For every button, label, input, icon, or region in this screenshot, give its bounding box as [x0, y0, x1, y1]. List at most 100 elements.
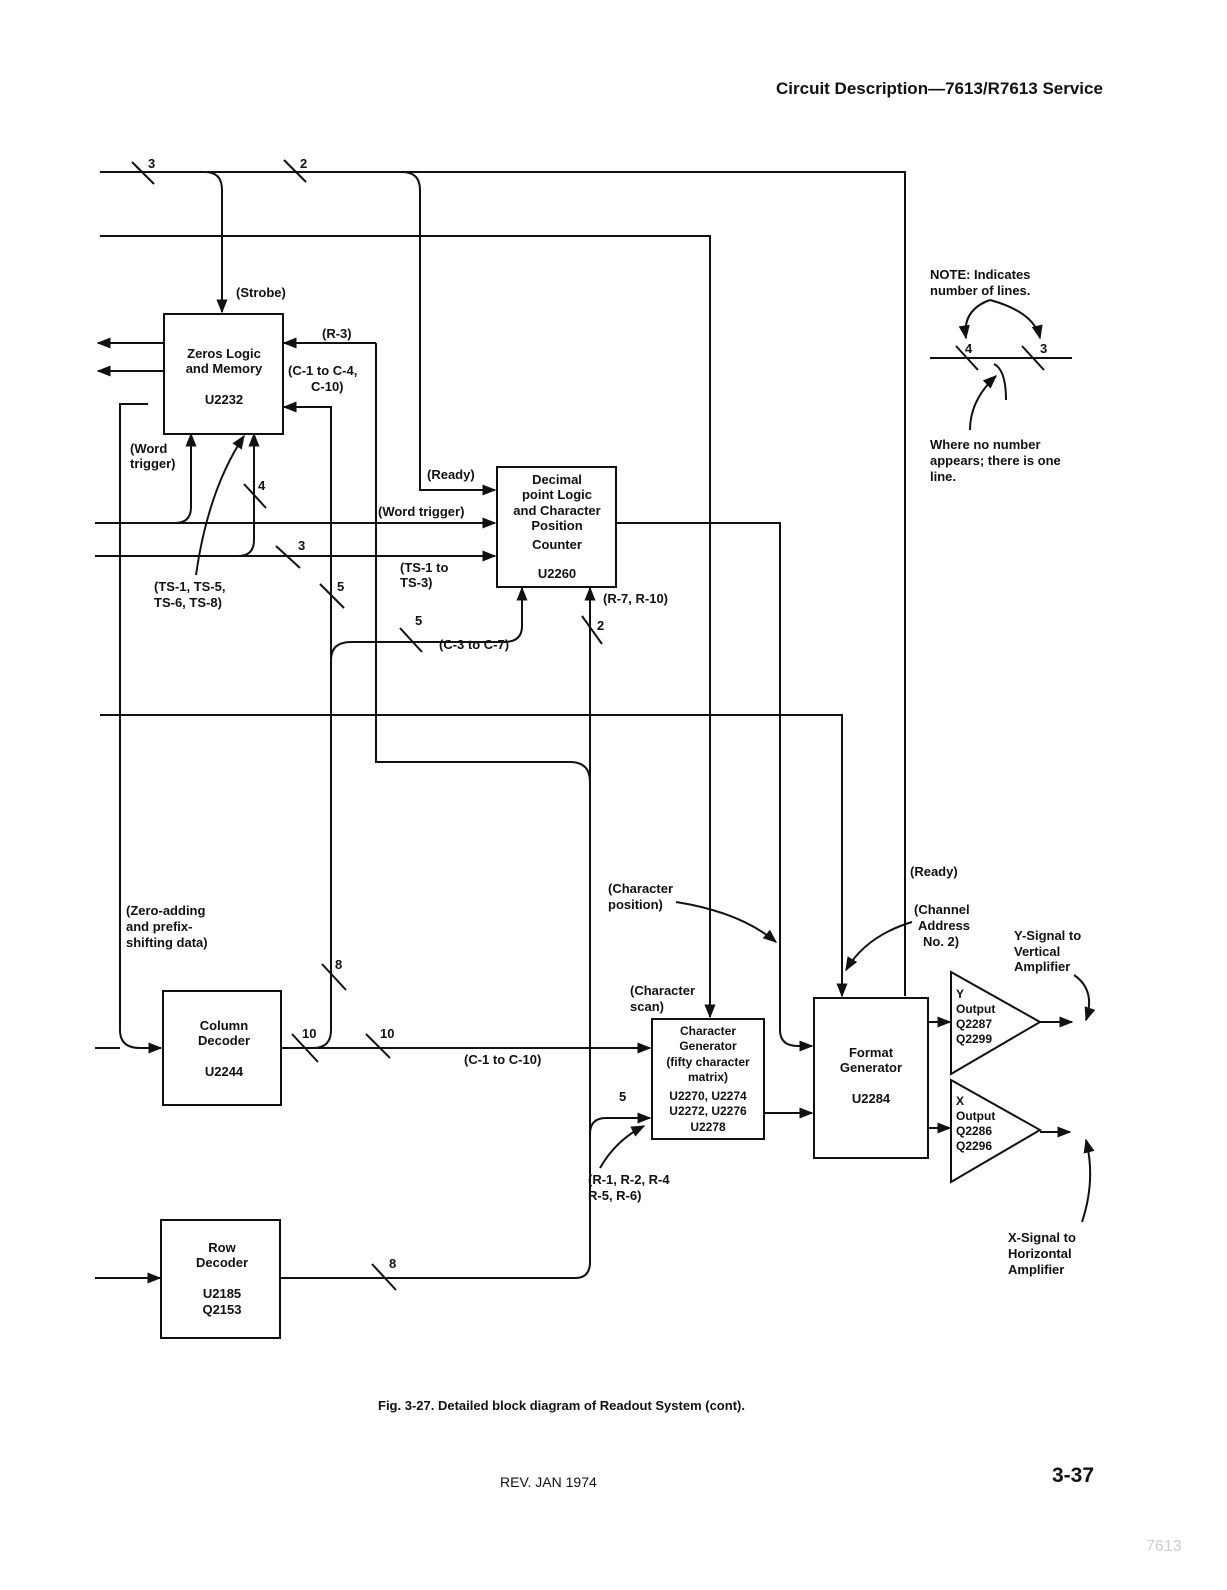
note-where-3: line. [930, 469, 956, 484]
note-legend: NOTE: Indicates number of lines. 4 3 Whe… [930, 267, 1072, 484]
chargen-label-2: Generator [679, 1039, 737, 1053]
bus-slashes [131, 159, 603, 1291]
zeros-label-1: Zeros Logic [187, 346, 261, 361]
pointer-character-position [675, 901, 778, 943]
count-r7-bus: 2 [597, 618, 604, 633]
decimal-label-3: and Character [513, 503, 600, 518]
decimal-label-7: U2260 [538, 566, 576, 581]
note-where-2: appears; there is one [930, 453, 1061, 468]
x-output-amplifier [950, 1078, 1043, 1184]
format-generator-text: Format Generator U2284 [840, 1045, 902, 1106]
label-ts-list-2: TS-6, TS-8) [154, 595, 222, 610]
wire-ts-up [95, 432, 260, 557]
pointer-ts-list [195, 434, 245, 576]
chargen-label-7: U2278 [690, 1120, 726, 1134]
count-top-left: 3 [148, 156, 155, 171]
label-ts1-ts3-1: (TS-1 to [400, 560, 448, 575]
label-r3: (R-3) [322, 326, 352, 341]
chargen-label-1: Character [680, 1024, 736, 1038]
column-label-4: U2244 [205, 1064, 244, 1079]
y-output-label-3: Q2287 [956, 1017, 992, 1031]
x-output-label-4: Q2296 [956, 1139, 992, 1153]
row-label-4: U2185 [203, 1286, 241, 1301]
decimal-logic-text: Decimal point Logic and Character Positi… [513, 472, 600, 581]
x-output-label-3: Q2286 [956, 1124, 992, 1138]
note-count-a: 4 [965, 341, 973, 356]
wire-c1-c4 [282, 401, 332, 1030]
label-char-scan-1: (Character [630, 983, 695, 998]
chargen-label-4: matrix) [688, 1070, 728, 1084]
pointer-r-list [599, 1125, 646, 1169]
label-word-trigger-mid: (Word trigger) [378, 504, 464, 519]
line-count-labels: 3 2 4 3 5 5 2 8 10 10 5 8 [148, 156, 626, 1271]
label-channel-address-2: Address [918, 918, 970, 933]
label-strobe: (Strobe) [236, 285, 286, 300]
label-zero-adding-1: (Zero-adding [126, 903, 205, 918]
note-arrow-where [969, 375, 998, 431]
row-label-5: Q2153 [202, 1302, 241, 1317]
wire-c3-c7 [330, 586, 528, 661]
y-output-label-1: Y [956, 987, 964, 1001]
wire-strobe [204, 171, 228, 314]
label-c3-c7: (C-3 to C-7) [439, 637, 509, 652]
count-col-out-b: 10 [380, 1026, 394, 1041]
label-word-trigger-left-2: trigger) [130, 456, 176, 471]
format-label-2: Generator [840, 1060, 902, 1075]
format-label-1: Format [849, 1045, 894, 1060]
zeros-logic-block [163, 313, 284, 435]
note-arrow-left [958, 299, 991, 340]
row-decoder-text: Row Decoder U2185 Q2153 [196, 1240, 248, 1317]
count-zeros-in: 4 [258, 478, 266, 493]
zeros-label-4: U2232 [205, 392, 243, 407]
label-r-list-1: (R-1, R-2, R-4 [588, 1172, 670, 1187]
wire-r-bus-to-chargen [589, 1112, 652, 1250]
count-col-up: 8 [335, 957, 342, 972]
label-char-scan-2: scan) [630, 999, 664, 1014]
label-char-position-2: position) [608, 897, 663, 912]
count-c3-bus: 5 [415, 613, 422, 628]
y-output-label-4: Q2299 [956, 1032, 992, 1046]
zeros-logic-text: Zeros Logic and Memory U2232 [186, 346, 263, 407]
label-y-signal-1: Y-Signal to [1014, 928, 1081, 943]
chargen-label-5: U2270, U2274 [669, 1089, 747, 1103]
note-slash-1 [955, 345, 979, 371]
note-arrow-right [989, 299, 1043, 340]
label-x-signal-1: X-Signal to [1008, 1230, 1076, 1245]
decimal-label-1: Decimal [532, 472, 582, 487]
wire-decimal-to-format [616, 522, 814, 1052]
watermark-text: 7613 [1146, 1538, 1182, 1555]
wire-column-up-join [312, 1029, 332, 1049]
label-channel-address-3: No. 2) [923, 934, 959, 949]
count-left-bus: 5 [337, 579, 344, 594]
column-label-1: Column [200, 1018, 248, 1033]
x-output-label-2: Output [956, 1109, 995, 1123]
chargen-label-3: (fifty character [666, 1055, 750, 1069]
label-y-signal-3: Amplifier [1014, 959, 1070, 974]
label-x-signal-2: Horizontal [1008, 1246, 1072, 1261]
decimal-label-5: Counter [532, 537, 582, 552]
y-output-amplifier [950, 970, 1043, 1076]
label-ts1-ts3-2: TS-3) [400, 575, 433, 590]
label-zero-adding-3: shifting data) [126, 935, 208, 950]
format-generator-block [813, 997, 929, 1159]
row-label-2: Decoder [196, 1255, 248, 1270]
x-output-label-1: X [956, 1094, 964, 1108]
wire-to-format [100, 714, 848, 998]
label-y-signal-2: Vertical [1014, 944, 1060, 959]
note-hook [993, 363, 1007, 401]
note-line-2: number of lines. [930, 283, 1030, 298]
label-zero-adding-2: and prefix- [126, 919, 192, 934]
column-decoder-text: Column Decoder U2244 [198, 1018, 250, 1079]
column-decoder-block [162, 990, 282, 1106]
format-label-4: U2284 [852, 1091, 891, 1106]
count-col-out-a: 10 [302, 1026, 316, 1041]
label-char-position-1: (Character [608, 881, 673, 896]
chargen-label-6: U2272, U2276 [669, 1104, 747, 1118]
pointer-channel-address [845, 921, 913, 972]
label-r7-r10: (R-7, R-10) [603, 591, 668, 606]
revision-date: REV. JAN 1974 [500, 1474, 597, 1490]
label-r-list-2: R-5, R-6) [588, 1188, 641, 1203]
column-label-2: Decoder [198, 1033, 250, 1048]
